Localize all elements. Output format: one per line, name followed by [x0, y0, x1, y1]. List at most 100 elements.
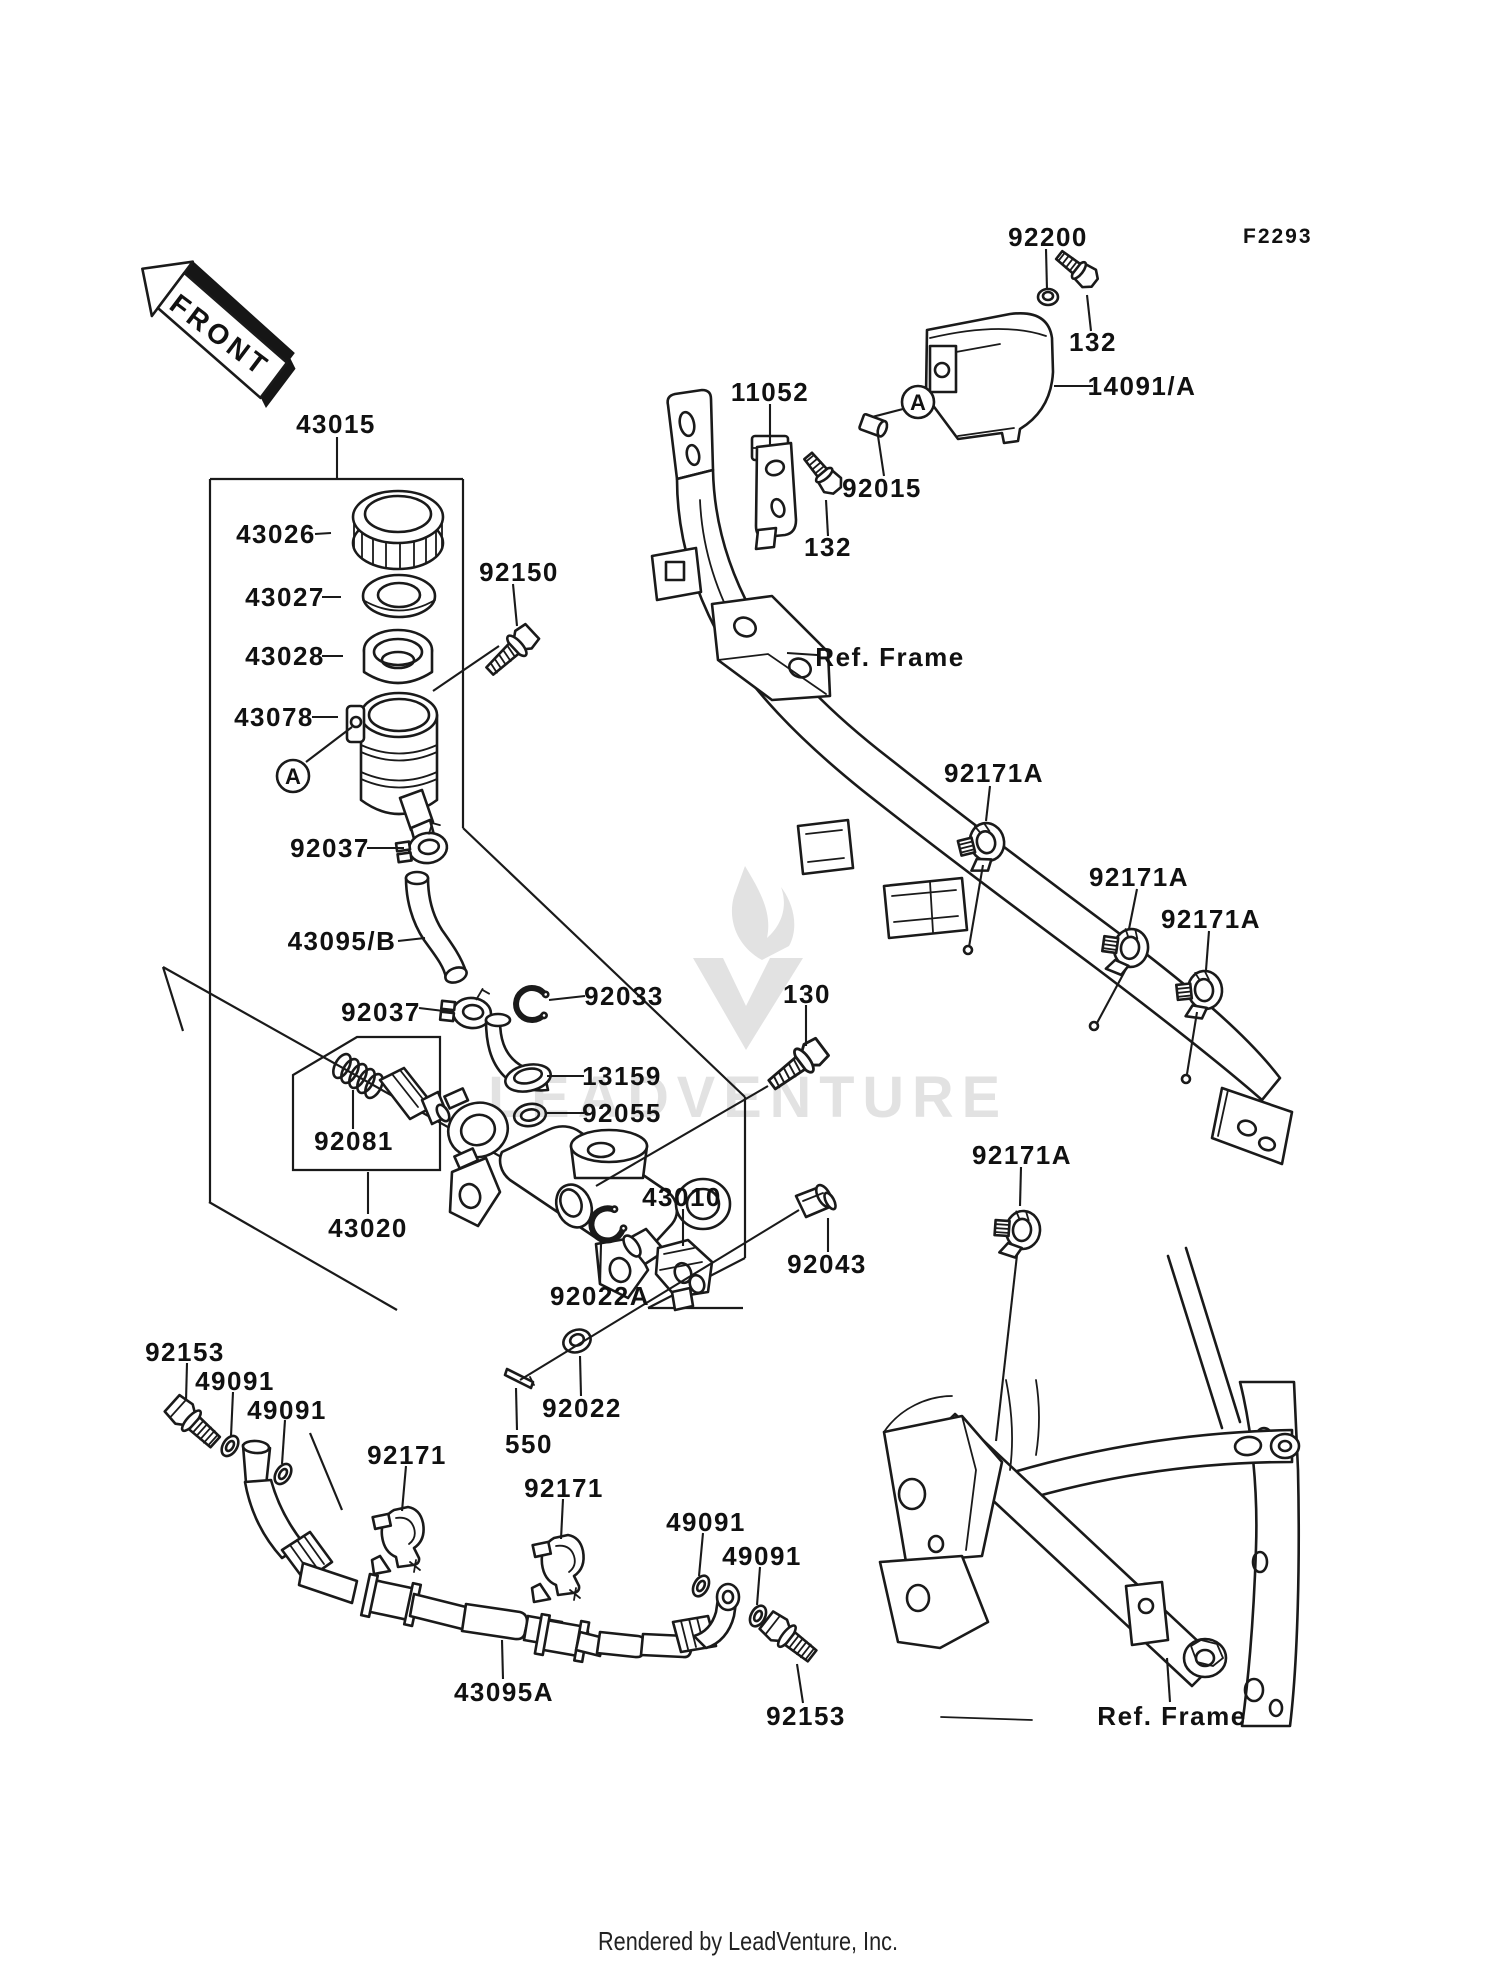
leader-line — [578, 1355, 583, 1397]
part-label-13159: 13159 — [582, 1061, 662, 1091]
part-label-43015: 43015 — [296, 409, 376, 439]
part-label-49091: 49091 — [247, 1395, 327, 1425]
leader-line — [795, 1663, 805, 1704]
part-label-92033: 92033 — [584, 981, 664, 1011]
clevis-43010-art — [622, 1227, 714, 1312]
leader-line — [1044, 248, 1049, 291]
part-label-49091: 49091 — [722, 1541, 802, 1571]
part-label-43026: 43026 — [236, 519, 316, 549]
part-label-92081: 92081 — [314, 1126, 394, 1156]
construction-lines — [161, 477, 747, 1511]
cover-14091-art — [858, 245, 1103, 445]
part-label-92200: 92200 — [1008, 222, 1088, 252]
part-label-92055: 92055 — [582, 1098, 662, 1128]
leader-line — [1018, 1166, 1023, 1207]
leader-line — [397, 936, 426, 943]
bolt-92043-art — [794, 1183, 837, 1219]
svg-text:A: A — [910, 390, 926, 415]
leader-line — [871, 407, 904, 419]
leader-line — [418, 1006, 453, 1014]
leader-line — [548, 994, 586, 1002]
washer-92022-art — [562, 1328, 592, 1354]
part-label-92153: 92153 — [766, 1701, 846, 1731]
part-label-43095a: 43095A — [454, 1677, 554, 1707]
pin-550-art — [503, 1367, 535, 1390]
leader-line — [229, 1391, 235, 1437]
detail-marker-a: A — [275, 758, 311, 794]
part-label-14091a: 14091/A — [1088, 371, 1197, 401]
leader-line — [519, 1209, 800, 1381]
leader-line — [305, 726, 353, 763]
leader-line — [984, 785, 992, 822]
leader-line — [967, 864, 985, 948]
leader-line — [994, 1254, 1019, 1442]
leader-line — [595, 1085, 769, 1187]
svg-text:A: A — [285, 764, 301, 789]
part-label-43028: 43028 — [245, 641, 325, 671]
leader-line — [786, 651, 818, 657]
part-label-92043: 92043 — [787, 1249, 867, 1279]
part-label-92022a: 92022A — [550, 1281, 650, 1311]
leader-line — [184, 1362, 189, 1402]
figure-code: F2293 — [1243, 225, 1313, 248]
part-label-92171: 92171 — [524, 1473, 604, 1503]
frame-clamp-92171A-4 — [991, 1207, 1043, 1261]
part-label-92015: 92015 — [842, 473, 922, 503]
pipe-13159-art — [484, 1012, 552, 1093]
part-label-92150: 92150 — [479, 557, 559, 587]
leader-line — [280, 1419, 287, 1465]
hose-43095B-art — [404, 870, 468, 984]
part-label-refframe: Ref. Frame — [815, 642, 964, 672]
part-label-130: 130 — [783, 979, 831, 1009]
part-label-43095b: 43095/B — [288, 926, 397, 956]
leader-line — [755, 1566, 762, 1606]
leader-line — [598, 1243, 603, 1285]
reservoir-art — [345, 489, 445, 855]
part-label-43078: 43078 — [234, 702, 314, 732]
leader-line — [824, 499, 830, 537]
part-label-refframe: Ref. Frame — [1097, 1701, 1246, 1731]
leader-line — [511, 583, 519, 627]
leader-line — [697, 1532, 705, 1577]
part-label-43010: 43010 — [642, 1182, 722, 1212]
leader-line — [559, 1498, 565, 1540]
leader-line — [1096, 968, 1127, 1024]
part-label-92171a: 92171A — [1089, 862, 1189, 892]
part-label-92037: 92037 — [341, 997, 421, 1027]
bracket-11052-art — [750, 434, 798, 551]
part-label-92153: 92153 — [145, 1337, 225, 1367]
leader-line — [1085, 294, 1093, 332]
part-label-43020: 43020 — [328, 1213, 408, 1243]
leader-line — [432, 645, 500, 692]
part-label-49091: 49091 — [666, 1507, 746, 1537]
hose-43095A-art — [162, 1392, 822, 1668]
frame-lower-art — [878, 1246, 1301, 1728]
part-label-92171a: 92171A — [972, 1140, 1072, 1170]
part-label-43027: 43027 — [245, 582, 325, 612]
leader-line — [876, 435, 886, 477]
part-label-11052: 11052 — [731, 377, 809, 407]
part-label-92171: 92171 — [367, 1440, 447, 1470]
leader-line — [1185, 1011, 1199, 1075]
leader-line — [314, 531, 332, 536]
part-label-550: 550 — [505, 1429, 553, 1459]
part-label-92022: 92022 — [542, 1393, 622, 1423]
leader-line — [1127, 888, 1139, 930]
master-cylinder-art — [332, 1052, 732, 1300]
leader-line — [514, 1387, 519, 1431]
part-label-92037: 92037 — [290, 833, 370, 863]
footer-credit: Rendered by LeadVenture, Inc. — [598, 1926, 898, 1956]
front-arrow: FRONT — [141, 260, 296, 408]
oring-92055-art — [512, 1102, 548, 1128]
part-label-132: 132 — [1069, 327, 1117, 357]
leader-line — [400, 1465, 408, 1512]
part-label-92171a: 92171A — [944, 758, 1044, 788]
detail-marker-a: A — [900, 384, 936, 420]
part-label-92171a: 92171A — [1161, 904, 1261, 934]
part-label-132: 132 — [804, 532, 852, 562]
leader-line — [1204, 930, 1211, 971]
leader-line — [1165, 1657, 1172, 1703]
